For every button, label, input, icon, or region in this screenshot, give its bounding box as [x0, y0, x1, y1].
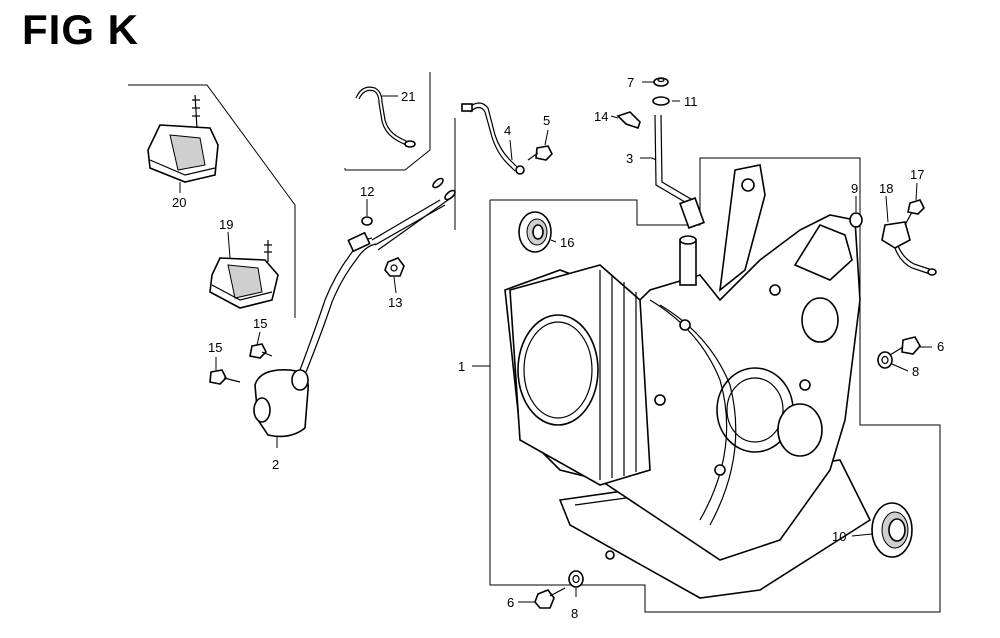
label-part-11: 11 [684, 94, 698, 109]
label-part-3: 3 [626, 151, 633, 166]
label-part-15-lower: 15 [208, 340, 222, 355]
part-2-ignition-coil [253, 177, 456, 438]
part-1-crankcase [504, 164, 872, 599]
label-part-5: 5 [543, 113, 550, 128]
part-10-oil-seal [871, 502, 913, 558]
part-8-washer-lower [568, 570, 584, 588]
label-part-18: 18 [879, 181, 893, 196]
part-5-bolt [527, 145, 553, 161]
label-part-21: 21 [401, 89, 415, 104]
part-6-bolt-lower [534, 587, 566, 609]
part-20-engine-mount [147, 94, 219, 183]
part-14-clip [616, 111, 641, 130]
part-17-bolt [904, 199, 925, 226]
leader-lines [179, 81, 932, 603]
label-part-17: 17 [910, 167, 924, 182]
part-11-washer [652, 96, 670, 106]
label-part-20: 20 [172, 195, 186, 210]
part-4-wire [461, 102, 525, 175]
label-part-4: 4 [504, 123, 511, 138]
label-part-2: 2 [272, 457, 279, 472]
label-part-1: 1 [458, 359, 465, 374]
part-12-washer [361, 216, 373, 226]
label-part-9: 9 [851, 181, 858, 196]
group-boundary-lines [128, 72, 941, 613]
label-part-8-upper: 8 [912, 364, 919, 379]
label-part-19: 19 [219, 217, 233, 232]
part-8-washer-upper [877, 351, 893, 369]
label-part-16: 16 [560, 235, 574, 250]
label-part-6-lower: 6 [507, 595, 514, 610]
part-16-oil-seal [518, 211, 552, 253]
label-part-15-upper: 15 [253, 316, 267, 331]
part-15-bolts [209, 343, 273, 385]
label-part-8-lower: 8 [571, 606, 578, 621]
label-part-10: 10 [832, 529, 846, 544]
label-part-13: 13 [388, 295, 402, 310]
part-7-nut [653, 77, 669, 87]
label-part-6-upper: 6 [937, 339, 944, 354]
part-9-dowel [849, 212, 863, 228]
part-number-labels: 1 2 3 4 5 6 6 7 8 8 9 10 11 12 13 14 15 … [172, 75, 944, 621]
figure-title: FIG K [22, 6, 139, 53]
label-part-14: 14 [594, 109, 608, 124]
label-part-7: 7 [627, 75, 634, 90]
part-3-rod [654, 114, 705, 229]
part-13-nut [384, 257, 405, 277]
part-19-engine-mount [209, 240, 279, 309]
label-part-12: 12 [360, 184, 374, 199]
part-6-bolt-upper [889, 336, 921, 356]
part-18-switch [881, 221, 937, 276]
part-21-wire [355, 86, 416, 148]
